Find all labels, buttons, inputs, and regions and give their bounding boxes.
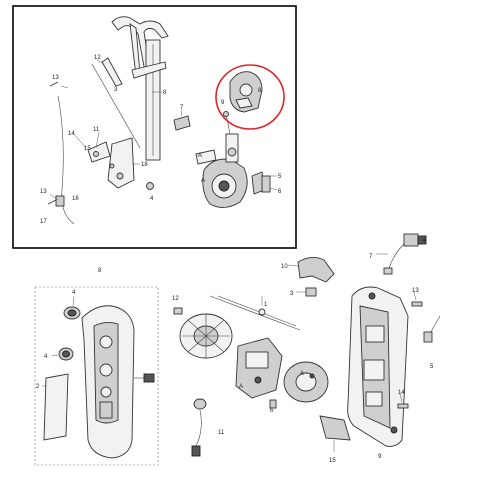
sensor-cable-11 [191, 398, 207, 457]
callout-13-top: 13 [52, 75, 59, 81]
callout-6-bottom: 6 [270, 408, 274, 414]
callout-6-top: 6 [278, 189, 282, 195]
spring-3 [296, 287, 317, 297]
callout-14-top: 14 [68, 131, 75, 137]
callout-17-top: 17 [40, 219, 47, 225]
highlighted-component [229, 71, 263, 113]
callout-9-bottom: 9 [378, 454, 382, 460]
callout-12-bottom: 12 [172, 296, 179, 302]
handle-assembly [42, 295, 155, 459]
cap-10 [287, 257, 335, 283]
handle-group-box [34, 286, 159, 466]
callout-5-top: 5 [278, 174, 282, 180]
callout-13b-top: 13 [40, 189, 47, 195]
callout-1-bottom: 1 [264, 302, 268, 308]
callout-11-top: 11 [93, 127, 100, 133]
motor-assembly [195, 111, 278, 208]
callout-18-top: 18 [141, 162, 148, 168]
callout-8-highlight: 8 [258, 88, 262, 94]
callout-15-bottom: 15 [329, 458, 336, 464]
callout-7-bottom: 7 [369, 254, 373, 260]
callout-4c-bottom: 4 [422, 238, 426, 244]
callout-2-bottom: 2 [36, 384, 40, 390]
callout-3-bottom: 3 [290, 291, 294, 297]
callout-A1-top: A [198, 153, 202, 159]
callout-A1-bottom: A [239, 384, 243, 390]
callout-13-bottom: 13 [412, 288, 419, 294]
connector-7 [376, 233, 427, 275]
highlight-circle [215, 64, 285, 130]
callout-8-bottom: 8 [98, 268, 102, 274]
callout-7-top: 7 [180, 105, 184, 111]
connector-5 [423, 315, 441, 343]
callout-15-top: 15 [84, 146, 91, 152]
callout-A2-top: A [201, 178, 205, 184]
callout-A2-bottom: A [300, 371, 304, 377]
callout-4b-bottom: 4 [44, 354, 48, 360]
frame-assembly [47, 16, 191, 225]
callout-16-top: 16 [72, 196, 79, 202]
gearbox-assembly [173, 295, 329, 409]
callout-10-bottom: 10 [281, 264, 288, 270]
callout-4-top: 4 [150, 196, 154, 202]
callout-3-top: 3 [114, 87, 118, 93]
callout-5-bottom: 5 [430, 364, 434, 370]
callout-9-top: 9 [221, 100, 225, 106]
housing-assembly [319, 286, 423, 452]
callout-12-top: 12 [94, 55, 101, 61]
callout-11-bottom: 11 [218, 430, 225, 436]
callout-4a-bottom: 4 [72, 290, 76, 296]
callout-14-bottom: 14 [398, 390, 405, 396]
callout-8-top: 8 [163, 90, 167, 96]
